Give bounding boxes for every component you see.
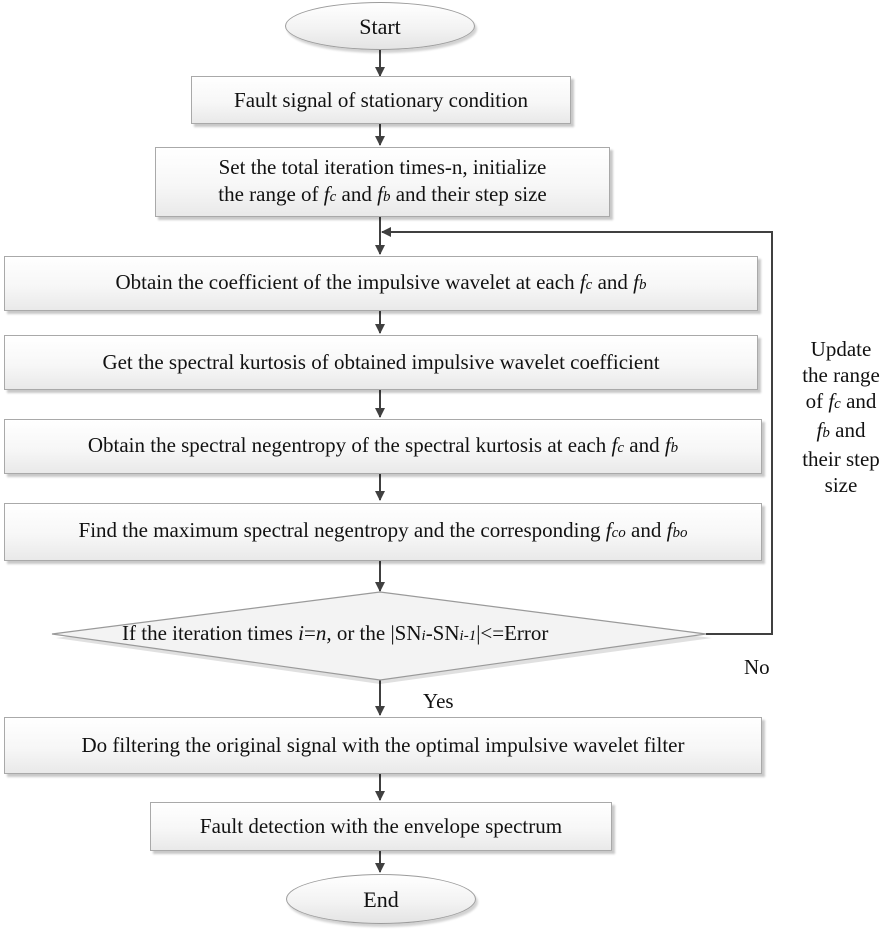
- text-fragment: Find the maximum spectral negentropy and…: [78, 518, 606, 542]
- spectral-kurtosis-step: Get the spectral kurtosis of obtained im…: [4, 335, 758, 390]
- find-maximum-step: Find the maximum spectral negentropy and…: [4, 503, 762, 561]
- start-terminator: Start: [285, 2, 475, 50]
- fault-signal-label: Fault signal of stationary condition: [234, 87, 528, 112]
- text-fragment: Obtain the coefficient of the impulsive …: [115, 269, 580, 294]
- end-label: End: [363, 886, 399, 912]
- note-line: size: [824, 473, 858, 497]
- fault-detection-label: Fault detection with the envelope spectr…: [199, 814, 563, 838]
- obtain-coefficient-label: Obtain the coefficient of the impulsive …: [115, 269, 646, 299]
- set-iteration-line1: Set the total iteration times-n, initial…: [218, 154, 547, 179]
- text-fragment: and: [624, 432, 665, 457]
- text-fragment: and: [592, 269, 634, 294]
- note-line: the range: [802, 363, 880, 387]
- subscript-c: c: [617, 439, 624, 456]
- symbol-i: i: [298, 621, 304, 645]
- fault-signal-step: Fault signal of stationary condition: [191, 76, 571, 124]
- text-fragment: of: [805, 389, 829, 413]
- subscript-i-minus-1: i-1: [459, 628, 477, 644]
- symbol-f: f: [579, 269, 586, 294]
- text-fragment: and their step size: [390, 181, 547, 206]
- text-fragment: , or the |SN: [326, 621, 422, 645]
- set-iteration-step: Set the total iteration times-n, initial…: [155, 147, 610, 217]
- decision-diamond: [51, 591, 707, 681]
- fault-detection-step: Fault detection with the envelope spectr…: [150, 802, 612, 851]
- filtering-step: Do filtering the original signal with th…: [4, 717, 762, 774]
- text-fragment: If the iteration times: [122, 621, 299, 645]
- set-iteration-line2: the range of fc and fb and their step si…: [218, 181, 547, 211]
- subscript-b: b: [639, 276, 647, 293]
- subscript-c: c: [834, 396, 841, 412]
- symbol-f: f: [323, 181, 330, 206]
- spectral-negentropy-label: Obtain the spectral negentropy of the sp…: [88, 432, 678, 462]
- symbol-f: f: [611, 432, 618, 457]
- text-fragment: and: [336, 181, 378, 206]
- subscript-b: b: [670, 439, 679, 456]
- branch-label-yes: Yes: [423, 689, 454, 713]
- symbol-f: f: [664, 432, 671, 457]
- subscript-b: b: [822, 425, 830, 441]
- symbol-f: f: [666, 518, 673, 542]
- note-line: their step: [802, 447, 880, 471]
- end-terminator: End: [286, 874, 476, 924]
- text-fragment: =: [303, 621, 316, 645]
- subscript-c: c: [585, 276, 593, 293]
- start-label: Start: [359, 13, 401, 39]
- obtain-coefficient-step: Obtain the coefficient of the impulsive …: [4, 256, 758, 311]
- text-fragment: and: [625, 518, 667, 542]
- text-fragment: -SN: [425, 621, 460, 645]
- symbol-f: f: [828, 389, 835, 413]
- spectral-negentropy-step: Obtain the spectral negentropy of the sp…: [4, 419, 762, 474]
- text-fragment: |<=Error: [476, 621, 549, 645]
- loop-back-no-path: [381, 227, 773, 635]
- note-line: of fc and: [786, 388, 896, 417]
- find-maximum-label: Find the maximum spectral negentropy and…: [79, 517, 688, 547]
- symbol-f: f: [605, 518, 612, 542]
- note-line: fb and: [786, 417, 896, 446]
- text-fragment: and: [829, 418, 866, 442]
- loop-update-note: Update the range of fc and fb and their …: [786, 336, 896, 498]
- text-fragment: the range of: [218, 181, 324, 206]
- branch-label-no: No: [744, 655, 770, 679]
- decision-condition-label: If the iteration times i=n, or the |SNi-…: [122, 620, 548, 650]
- symbol-n: n: [315, 621, 327, 645]
- subscript-i: i: [421, 628, 426, 644]
- symbol-f: f: [633, 269, 640, 294]
- text-fragment: Obtain the spectral negentropy of the sp…: [87, 432, 612, 457]
- symbol-f: f: [816, 418, 823, 442]
- note-line: Update: [810, 337, 872, 361]
- subscript-b: b: [382, 188, 391, 205]
- symbol-f: f: [377, 181, 383, 206]
- subscript-bo: bo: [672, 525, 688, 541]
- filtering-label: Do filtering the original signal with th…: [81, 733, 685, 757]
- subscript-c: c: [329, 188, 337, 205]
- text-fragment: and: [840, 389, 877, 413]
- spectral-kurtosis-label: Get the spectral kurtosis of obtained im…: [102, 350, 660, 374]
- subscript-co: co: [611, 525, 626, 541]
